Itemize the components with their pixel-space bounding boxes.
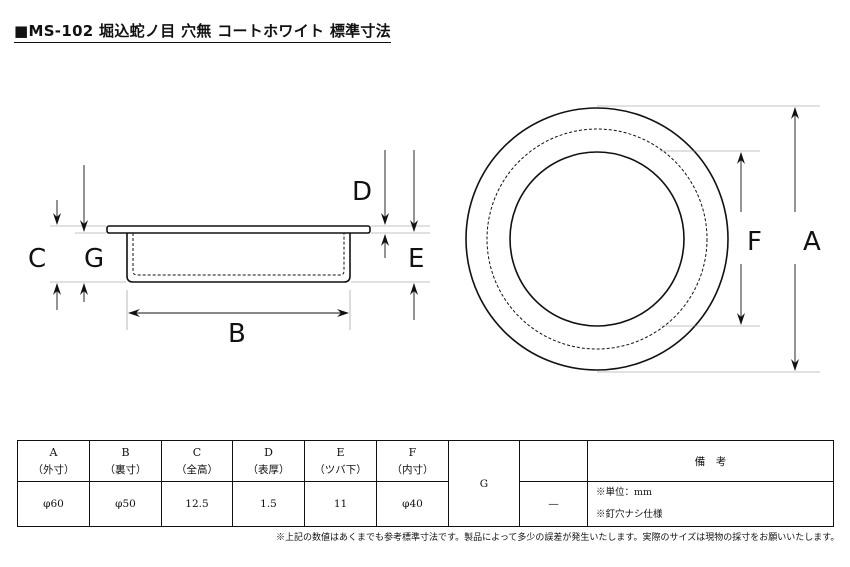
side-view [50,150,430,330]
header-e: E（ツバ下） [304,440,377,482]
inner-hidden-line [132,233,345,276]
page-title: ■MS-102 堀込蛇ノ目 穴無 コートホワイト 標準寸法 [14,20,392,43]
note-unit: ※単位：mm [596,487,653,498]
outer-rim [465,107,729,371]
label-f: F [747,227,762,257]
hidden-circle [486,128,708,350]
value-c: 12.5 [161,481,233,527]
spec-table: A（外寸） B（裏寸） C（全高） D（表厚） E（ツバ下） F（内寸） G 備… [17,440,834,527]
label-e: E [408,244,424,274]
note-nail-hole: ※釘穴ナシ仕様 [596,509,663,520]
label-d: D [352,177,372,207]
label-a: A [803,227,821,257]
footnote: ※上記の数値はあくまでも参考標準寸法です。製品によって多少の誤差が発生いたします… [276,533,840,543]
value-f: φ40 [376,481,449,527]
label-c: C [28,244,46,274]
header-f: F（内寸） [376,440,449,482]
flange-outline [106,225,371,234]
value-e: 11 [304,481,377,527]
value-dash: — [519,481,588,527]
label-g: G [84,244,104,274]
header-c: C（全高） [161,440,233,482]
header-remarks: 備 考 [587,440,834,482]
table-row: φ60 φ50 12.5 1.5 11 φ40 — ※単位：mm ※釘穴ナシ仕様 [17,481,834,527]
header-g: G [448,440,520,527]
remarks-cell: ※単位：mm ※釘穴ナシ仕様 [587,481,834,527]
header-b: B（裏寸） [89,440,162,482]
header-a: A（外寸） [17,440,90,482]
label-b: B [228,319,246,349]
table-header-row: A（外寸） B（裏寸） C（全高） D（表厚） E（ツバ下） F（内寸） G 備… [17,440,834,527]
dimension-drawing: C G D E B F A [28,105,821,373]
value-d: 1.5 [232,481,305,527]
header-blank [519,440,588,482]
inner-opening [509,151,685,327]
value-b: φ50 [89,481,162,527]
header-d: D（表厚） [232,440,305,482]
top-view [465,105,820,373]
body-outline [126,233,351,283]
value-a: φ60 [17,481,90,527]
